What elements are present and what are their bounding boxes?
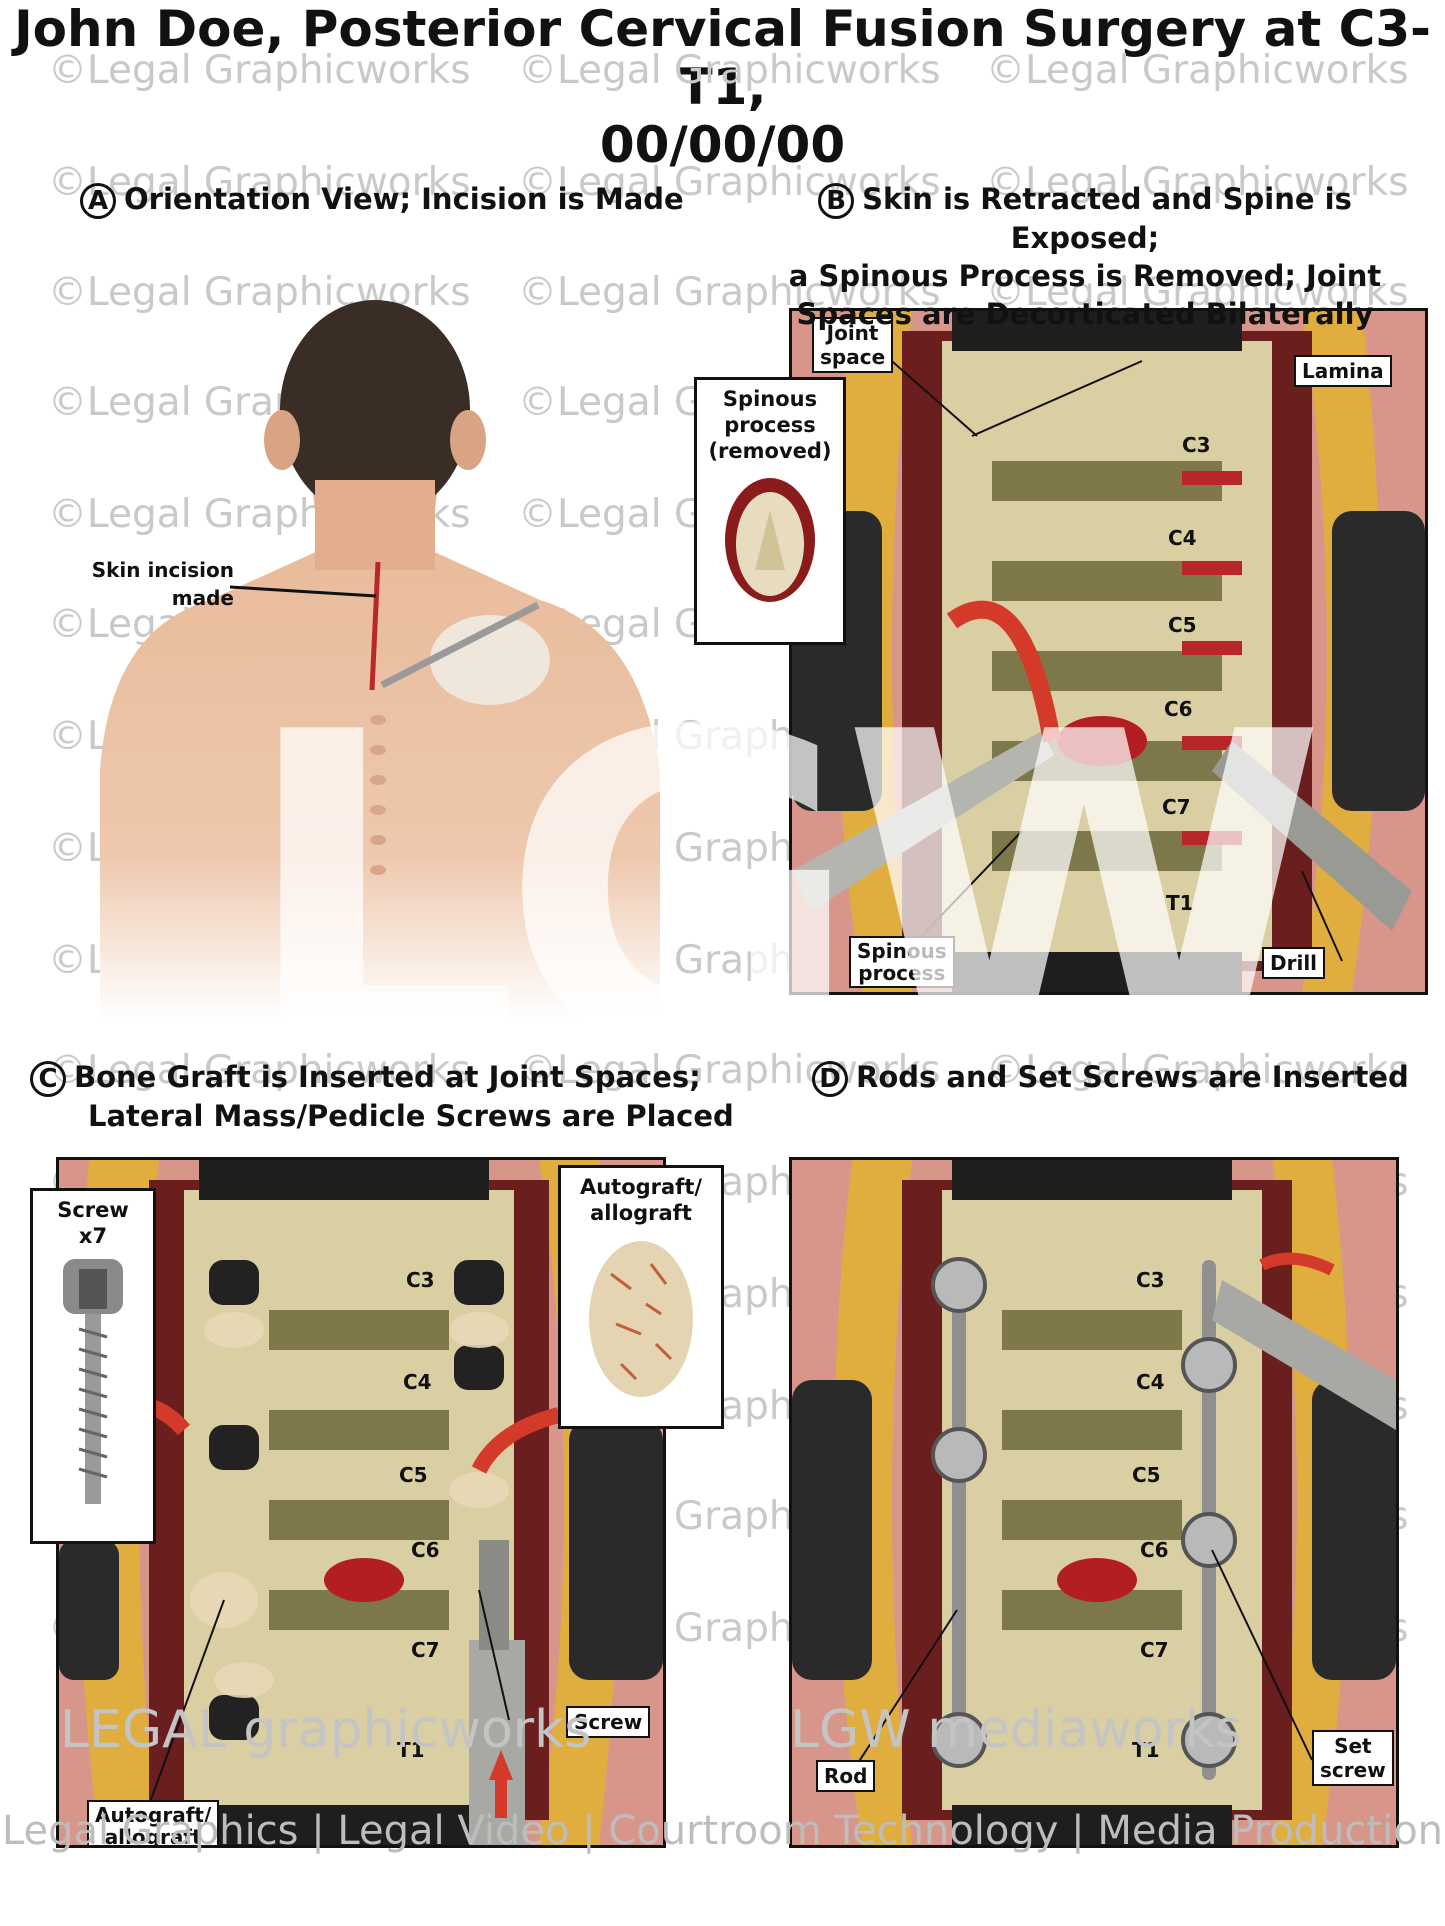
watermark-text: ©Legal Graphicworks: [48, 1048, 471, 1093]
pedicle-screw-icon: [63, 1259, 123, 1504]
title-line-2: 00/00/00: [599, 116, 846, 174]
level-t1: T1: [397, 1738, 425, 1762]
level-c5: C5: [1168, 613, 1197, 637]
label-skin-incision: Skin incision made: [91, 558, 234, 610]
watermark-text: ©Legal Graphicworks: [986, 1048, 1409, 1093]
title-line-1: John Doe, Posterior Cervical Fusion Surg…: [14, 0, 1431, 116]
lgw-logo-watermark: LGW: [240, 640, 1327, 1152]
incision-line: [369, 561, 381, 691]
panel-d: Rod Set screw C3 C4 C5 C6 C7 T1: [789, 1157, 1399, 1848]
inset-screw: Screw x7: [30, 1188, 156, 1544]
level-c7: C7: [1162, 795, 1191, 819]
label-set-screw: Set screw: [1312, 1730, 1394, 1786]
level-t1: T1: [1166, 891, 1194, 915]
level-c3: C3: [406, 1268, 435, 1292]
label-screw-count: Screw x7: [57, 1198, 129, 1248]
panel-b-heading-line-3: Spaces are Decorticated Bilaterally: [796, 297, 1374, 331]
level-c3: C3: [1182, 433, 1211, 457]
level-c7: C7: [411, 1638, 440, 1662]
panel-d-heading-text: Rods and Set Screws are Inserted: [856, 1060, 1409, 1094]
level-c4: C4: [1136, 1370, 1165, 1394]
label-spinous-removed: Spinous process (removed): [708, 387, 832, 463]
panel-b-letter: B: [818, 183, 855, 219]
watermark-text: ©Legal Graphicworks: [48, 160, 471, 205]
back-shape: [100, 470, 660, 1020]
panel-b: Joint space Lamina Spinous process Drill…: [789, 308, 1428, 995]
label-screw: Screw: [566, 1706, 651, 1738]
scalpel-hand: [380, 601, 550, 705]
level-t1: T1: [1132, 1738, 1160, 1762]
panel-d-surgical-field: [792, 1160, 1396, 1845]
bone-graft-icon: [589, 1241, 693, 1397]
panel-d-letter: D: [812, 1061, 848, 1097]
level-c3: C3: [1136, 1268, 1165, 1292]
panel-c-heading-line-1: Bone Graft is Inserted at Joint Spaces;: [74, 1060, 701, 1094]
level-c4: C4: [403, 1370, 432, 1394]
panel-b-heading-line-1: Skin is Retracted and Spine is Exposed;: [862, 182, 1352, 255]
watermark-text: ©Legal Graphicworks: [518, 48, 941, 93]
level-c6: C6: [411, 1538, 440, 1562]
panel-b-surgical-field: [792, 311, 1425, 992]
inset-autograft: Autograft/ allograft: [558, 1165, 724, 1429]
level-c4: C4: [1168, 526, 1197, 550]
level-c6: C6: [1164, 697, 1193, 721]
brand-lgw-mediaworks: LGW mediaworks: [790, 1700, 1243, 1760]
removed-bone-icon: [725, 478, 815, 602]
inset-spinous-removed: Spinous process (removed): [694, 377, 846, 645]
watermark-text: ©Legal Graphicworks: [48, 48, 471, 93]
footer-services: Legal Graphics | Legal Video | Courtroom…: [1, 1808, 1444, 1854]
label-rod: Rod: [816, 1760, 876, 1792]
brand-legal-graphicworks: LEGAL graphicworks: [60, 1700, 592, 1760]
label-autograft-top: Autograft/ allograft: [579, 1175, 703, 1225]
watermark-text: ©Legal Graphicworks: [518, 160, 941, 205]
watermark-text: ©Legal Graphicworks: [986, 160, 1409, 205]
watermark-text: ©Legal Graphicworks: [986, 270, 1409, 315]
panel-a-heading-text: Orientation View; Incision is Made: [124, 182, 684, 216]
panel-a-letter: A: [80, 183, 116, 219]
panel-a-illustration: [100, 300, 660, 1020]
watermark-text: ©Legal Graphicworks: [518, 1048, 941, 1093]
panel-c-letter: C: [30, 1061, 66, 1097]
label-drill: Drill: [1262, 947, 1326, 979]
level-c5: C5: [399, 1463, 428, 1487]
page-title: John Doe, Posterior Cervical Fusion Surg…: [0, 0, 1445, 174]
level-c6: C6: [1140, 1538, 1169, 1562]
label-spinous-process: Spinous process: [849, 936, 955, 988]
head-shape: [280, 300, 470, 520]
level-c5: C5: [1132, 1463, 1161, 1487]
level-c7: C7: [1140, 1638, 1169, 1662]
label-joint-space: Joint space: [812, 317, 894, 373]
panel-b-heading-line-2: a Spinous Process is Removed; Joint: [788, 259, 1382, 293]
panel-c-heading-line-2: Lateral Mass/Pedicle Screws are Placed: [88, 1099, 734, 1133]
label-autograft-bottom: Autograft/ allograft: [87, 1800, 220, 1845]
spine-bumps: [370, 715, 386, 875]
watermark-text: ©Legal Graphicworks: [518, 270, 941, 315]
label-lamina: Lamina: [1294, 355, 1392, 387]
watermark-text: ©Legal Graphicworks: [986, 48, 1409, 93]
